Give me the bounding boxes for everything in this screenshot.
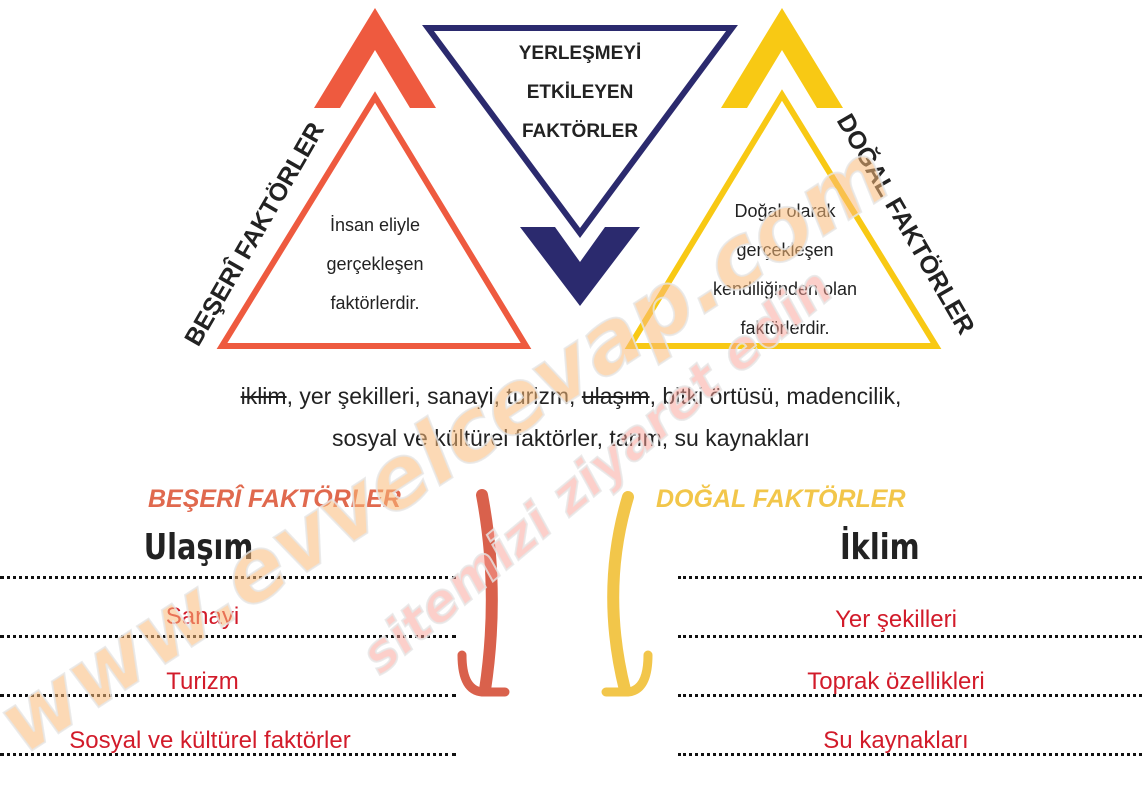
- word-list-line-1: iklim, yer şekilleri, sanayi, turizm, ul…: [0, 375, 1142, 417]
- title-line: FAKTÖRLER: [521, 121, 639, 142]
- left-answer: Sanayi: [165, 603, 240, 630]
- desc-line: gerçekleşen: [326, 254, 424, 274]
- left-answer: Sosyal ve kültürel faktörler: [69, 727, 351, 754]
- title-line: ETKİLEYEN: [526, 82, 634, 103]
- left-chevron: [314, 8, 436, 108]
- right-heading: DOĞAL FAKTÖRLER: [656, 485, 906, 513]
- left-arrow: [476, 489, 498, 696]
- right-triangle: [624, 89, 942, 349]
- desc-line: faktörlerdir.: [330, 293, 420, 313]
- center-chevron: [520, 227, 640, 306]
- answer-line: [678, 694, 1142, 697]
- answer-line: [0, 753, 456, 756]
- desc-line: faktörlerdir.: [740, 318, 830, 338]
- desc-line: İnsan eliyle: [329, 215, 421, 235]
- desc-line: kendiliğinden olan: [712, 279, 858, 299]
- title-line: YERLEŞMEYİ: [518, 43, 642, 64]
- desc-line: gerçekleşen: [736, 240, 834, 260]
- left-triangle: [216, 91, 532, 349]
- center-title: YERLEŞMEYİ ETKİLEYEN FAKTÖRLER: [470, 34, 690, 151]
- right-chevron: [721, 8, 843, 108]
- answer-line: [678, 635, 1142, 638]
- word-list-text: , yer şekilleri, sanayi, turizm,: [286, 383, 582, 409]
- word-list-line-2: sosyal ve kültürel faktörler, tarım, su …: [331, 425, 811, 451]
- left-example: Ulaşım: [143, 527, 254, 568]
- answer-line: [0, 576, 456, 579]
- struck-word: ulaşım: [581, 383, 650, 409]
- word-list-text: , bitki örtüsü, madencilik,: [649, 383, 902, 409]
- answer-line: [0, 635, 456, 638]
- struck-word: iklim: [240, 383, 287, 409]
- right-answer: Yer şekilleri: [835, 606, 957, 633]
- desc-line: Doğal olarak: [734, 201, 836, 221]
- left-heading: BEŞERÎ FAKTÖRLER: [148, 485, 401, 513]
- answer-line: [678, 753, 1142, 756]
- center-triangle: [422, 25, 738, 239]
- right-answer: Su kaynakları: [823, 727, 969, 754]
- left-description: İnsan eliyle gerçekleşen faktörlerdir.: [280, 206, 470, 323]
- word-list: iklim, yer şekilleri, sanayi, turizm, ul…: [0, 375, 1142, 459]
- right-arrow: [607, 491, 634, 696]
- right-description: Doğal olarak gerçekleşen kendiliğinden o…: [690, 192, 880, 348]
- left-answer: Turizm: [166, 668, 239, 695]
- right-arrow-head: [601, 650, 653, 697]
- right-answer: Toprak özellikleri: [807, 668, 985, 695]
- right-example: İklim: [839, 527, 920, 568]
- answer-line: [0, 694, 456, 697]
- answer-line: [678, 576, 1142, 579]
- left-arrow-head: [457, 650, 510, 697]
